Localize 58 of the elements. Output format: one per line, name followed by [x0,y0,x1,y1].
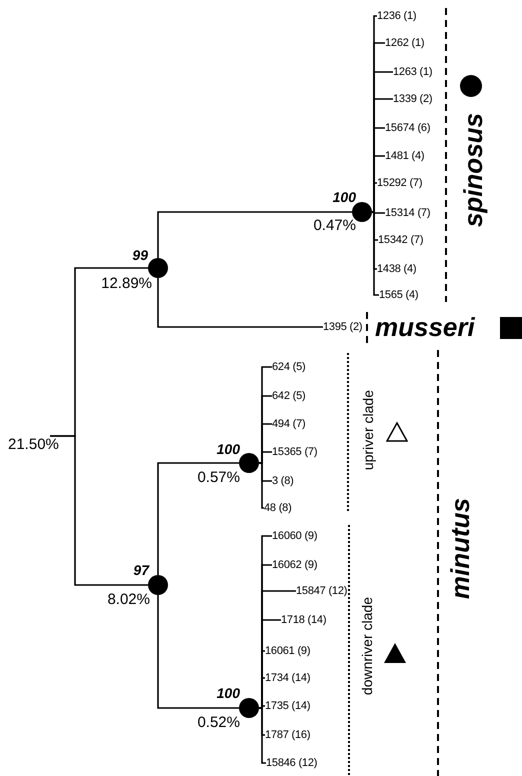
tree-branch [259,462,264,509]
support-value: 100 [216,441,240,457]
specimen-label: 15342 (7) [378,233,424,247]
branch-node-dot [148,575,168,595]
tree-branch [157,595,239,709]
clade-name: musseri [375,312,475,342]
specimen-label: 624 (5) [272,360,306,374]
support-value: 97 [133,562,149,578]
specimen-label: 1339 (2) [393,92,432,106]
branch-length-label: 21.50% [8,436,59,453]
branch-length-label: 0.47% [313,217,356,234]
clade-name: spinosus [458,113,488,228]
specimen-label: 3 (8) [272,474,294,488]
specimen-label: 1263 (1) [393,65,432,79]
specimen-label: 15847 (12) [296,584,348,598]
specimen-label: 15365 (7) [272,445,318,459]
branch-node-dot [148,258,168,278]
specimen-label: 1565 (4) [379,288,418,302]
specimen-label: 16062 (9) [272,558,318,572]
specimen-label: 1735 (14) [265,699,310,713]
specimen-label: 15674 (6) [385,121,430,135]
branch-length-label: 12.89% [101,275,152,292]
tree-branch [372,211,385,214]
specimen-label: 48 (8) [264,501,292,515]
tree-branch [372,211,379,296]
specimen-label: 1481 (4) [385,149,424,163]
specimen-label: 1787 (16) [265,728,310,742]
tree-branch [372,182,377,213]
specimen-label: 15314 (7) [385,206,430,220]
tree-branch [259,451,272,464]
specimen-label: 642 (5) [272,389,306,403]
branch-node-dot [239,698,259,718]
branch-length-label: 8.02% [107,591,150,608]
clade-name: minutus [445,498,475,600]
specimen-label: 15846 (12) [266,756,318,770]
support-value: 99 [132,247,148,263]
clade-name: downriver clade [359,597,375,696]
specimen-label: 1438 (4) [377,262,416,276]
tree-branch [259,707,266,764]
specimen-label: 1236 (1) [377,9,416,23]
specimen-label: 1262 (1) [385,36,424,50]
branch-length-label: 0.52% [197,714,240,731]
specimen-label: 494 (7) [272,417,306,431]
branch-node-dot [239,453,259,473]
specimen-label: 1395 (2) [323,320,362,334]
support-value: 100 [332,189,356,205]
support-value: 100 [216,685,240,701]
clade-name: upriver clade [360,390,376,470]
specimen-label: 1734 (14) [265,671,310,685]
specimen-label: 16061 (9) [265,644,310,658]
specimen-label: 1718 (14) [281,613,326,627]
branch-length-label: 0.57% [197,469,240,486]
specimen-label: 16060 (9) [272,529,318,543]
tree-branch [157,462,239,575]
specimen-label: 15292 (7) [377,176,422,190]
tree-branch [157,211,352,258]
tree-branch [157,278,323,328]
tree-branch [50,435,148,586]
